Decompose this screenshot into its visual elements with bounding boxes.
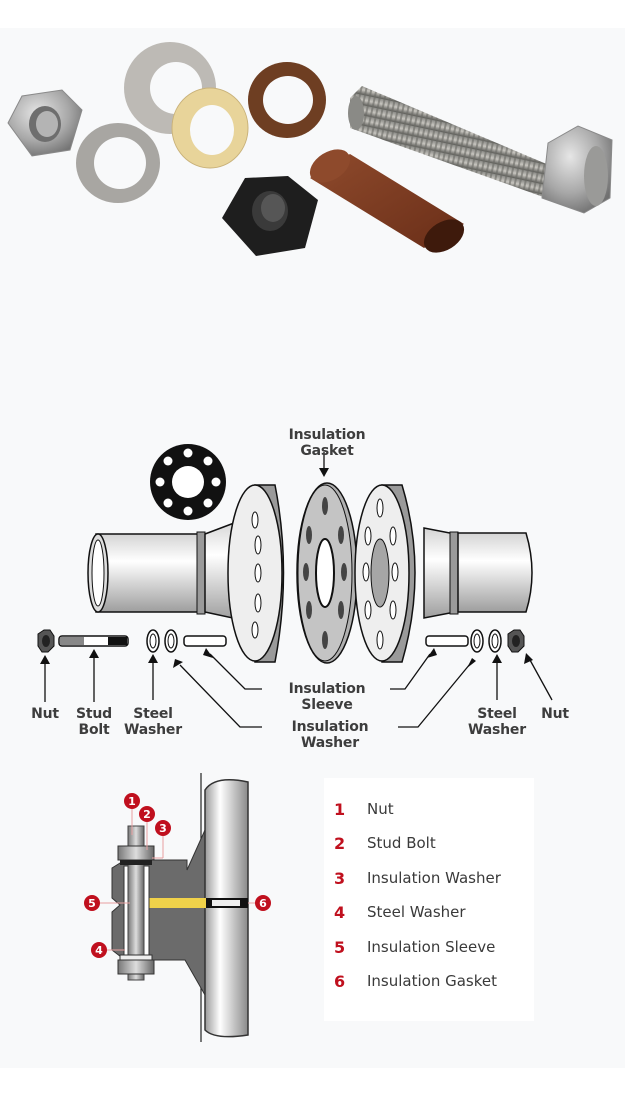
label-stud-bolt: Stud Bolt bbox=[76, 706, 112, 738]
right-hardware bbox=[425, 629, 525, 653]
marker-1: 1 bbox=[124, 793, 140, 809]
legend-number: 6 bbox=[334, 972, 346, 991]
legend-item: 4 Steel Washer bbox=[324, 903, 534, 927]
legend-label: Stud Bolt bbox=[367, 834, 436, 852]
marker-3: 3 bbox=[155, 820, 171, 836]
label-nut-left: Nut bbox=[31, 706, 59, 722]
stud-bolt bbox=[348, 86, 613, 214]
left-pipe-flange bbox=[87, 484, 285, 663]
left-hardware bbox=[37, 629, 227, 653]
steel-washer bbox=[76, 123, 160, 203]
svg-text:1: 1 bbox=[128, 795, 136, 808]
product-photo bbox=[7, 42, 613, 256]
svg-text:2: 2 bbox=[143, 808, 151, 821]
label-nut-right: Nut bbox=[541, 706, 569, 722]
svg-text:6: 6 bbox=[259, 897, 267, 910]
gasket-icon bbox=[150, 444, 226, 520]
legend-number: 4 bbox=[334, 903, 346, 922]
legend-label: Nut bbox=[367, 800, 394, 818]
legend-label: Insulation Washer bbox=[367, 869, 501, 887]
legend-label: Insulation Sleeve bbox=[367, 938, 496, 956]
black-nut bbox=[222, 176, 318, 256]
arrowheads bbox=[40, 468, 533, 668]
right-pipe-flange bbox=[354, 484, 533, 663]
marker-5: 5 bbox=[84, 895, 100, 911]
parts-legend: 1 Nut 2 Stud Bolt 3 Insulation Washer 4 Stee… bbox=[324, 778, 534, 1021]
svg-text:5: 5 bbox=[88, 897, 96, 910]
legend-number: 3 bbox=[334, 869, 346, 888]
legend-number: 2 bbox=[334, 834, 346, 853]
legend-item: 2 Stud Bolt bbox=[324, 834, 534, 858]
insulation-sleeve bbox=[309, 149, 465, 253]
label-insulation-gasket: Insulation Gasket bbox=[288, 427, 366, 459]
label-insulation-sleeve: Insulation Sleeve bbox=[288, 681, 366, 713]
marker-4: 4 bbox=[91, 942, 107, 958]
svg-text:4: 4 bbox=[95, 944, 103, 957]
marker-6: 6 bbox=[255, 895, 271, 911]
stainless-nut bbox=[7, 89, 83, 157]
legend-item: 5 Insulation Sleeve bbox=[324, 938, 534, 962]
label-steel-washer-right: Steel Washer bbox=[468, 706, 526, 738]
legend-item: 1 Nut bbox=[324, 800, 534, 824]
svg-text:3: 3 bbox=[159, 822, 167, 835]
label-insulation-washer: Insulation Washer bbox=[291, 719, 369, 751]
legend-label: Steel Washer bbox=[367, 903, 466, 921]
legend-number: 5 bbox=[334, 938, 346, 957]
marker-2: 2 bbox=[139, 806, 155, 822]
callout-arrows bbox=[44, 452, 553, 728]
cross-section-diagram bbox=[111, 773, 249, 1042]
section-markers: 1 2 3 5 4 6 bbox=[84, 793, 271, 958]
exploded-diagram bbox=[37, 444, 553, 728]
yellow-insulation-washer bbox=[171, 87, 249, 169]
legend-label: Insulation Gasket bbox=[367, 972, 498, 990]
brown-insulation-washer bbox=[248, 62, 326, 138]
label-steel-washer-left: Steel Washer bbox=[124, 706, 182, 738]
insulation-gasket-part bbox=[296, 482, 358, 664]
legend-number: 1 bbox=[334, 800, 346, 819]
legend-item: 6 Insulation Gasket bbox=[324, 972, 534, 996]
legend-item: 3 Insulation Washer bbox=[324, 869, 534, 893]
